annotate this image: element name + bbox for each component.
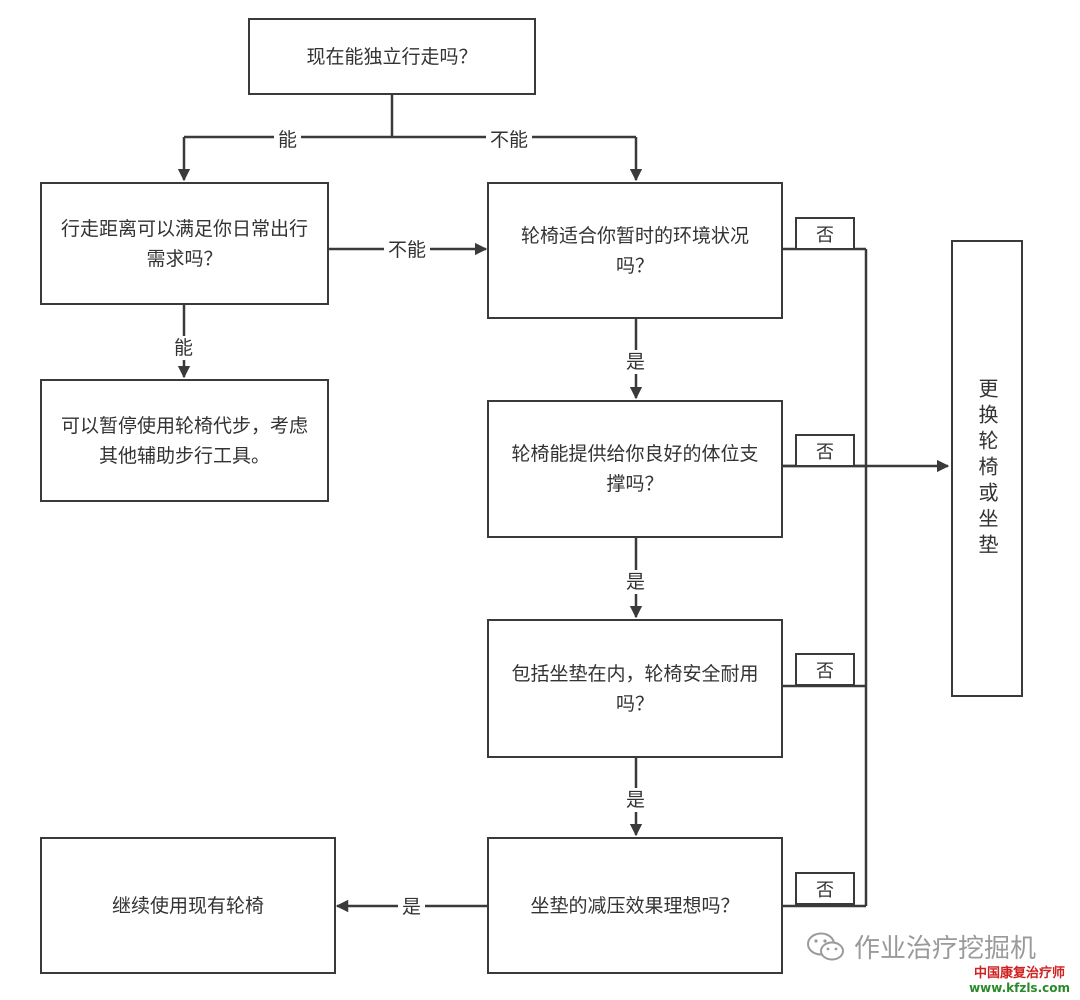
- node-pause-wheelchair-text: 可以暂停使用轮椅代步，考虑其他辅助步行工具。: [60, 414, 308, 467]
- node-walk-independently-text: 现在能独立行走吗？: [306, 45, 478, 68]
- no-tag-support-text: 否: [816, 441, 834, 463]
- node-posture-support: 轮椅能提供给你良好的体位支撑吗？: [487, 400, 783, 538]
- site-watermark-url: www.kfzls.com: [969, 981, 1070, 995]
- edge-label-cannot-top: 不能: [486, 128, 533, 152]
- node-safety-text: 包括坐垫在内，轮椅安全耐用吗？: [511, 662, 759, 715]
- wechat-icon: [807, 932, 844, 960]
- edge-label-yes-safe: 是: [622, 788, 650, 812]
- watermark-account-name: 作业治疗挖掘机: [854, 934, 1037, 964]
- edge-label-can-top: 能: [274, 128, 302, 152]
- node-replace: 更换轮椅或坐垫: [951, 240, 1023, 697]
- node-safety: 包括坐垫在内，轮椅安全耐用吗？: [487, 619, 783, 758]
- node-posture-support-text: 轮椅能提供给你良好的体位支撑吗？: [511, 443, 759, 495]
- site-watermark-name: 中国康复治疗师: [974, 966, 1066, 981]
- no-tag-environment-text: 否: [816, 224, 834, 246]
- node-environment-text: 轮椅适合你暂时的环境状况吗？: [520, 224, 749, 277]
- edge-label-can-distance: 能: [170, 336, 198, 360]
- edge-label-cannot-distance: 不能: [384, 238, 431, 262]
- node-pressure-relief-text: 坐垫的减压效果理想吗？: [530, 894, 740, 917]
- wechat-watermark: 作业治疗挖掘机: [806, 928, 1036, 965]
- no-tag-support: 否: [795, 434, 855, 467]
- site-watermark: 中国康复治疗师 www.kfzls.com: [969, 966, 1070, 995]
- node-pause-wheelchair: 可以暂停使用轮椅代步，考虑其他辅助步行工具。: [40, 379, 329, 502]
- node-continue-wheelchair-text: 继续使用现有轮椅: [111, 894, 264, 917]
- edge-label-yes-env: 是: [622, 350, 650, 374]
- node-walk-independently: 现在能独立行走吗？: [248, 18, 536, 95]
- no-tag-environment: 否: [795, 217, 855, 250]
- edge-label-yes-pressure: 是: [398, 895, 426, 919]
- no-tag-safety: 否: [795, 653, 855, 686]
- node-walking-distance: 行走距离可以满足你日常出行需求吗？: [40, 182, 329, 305]
- node-replace-text: 更换轮椅或坐垫: [975, 377, 999, 560]
- node-walking-distance-text: 行走距离可以满足你日常出行需求吗？: [60, 217, 308, 270]
- no-tag-pressure-text: 否: [816, 879, 834, 901]
- node-continue-wheelchair: 继续使用现有轮椅: [40, 837, 336, 974]
- no-tag-pressure: 否: [795, 872, 855, 905]
- no-tag-safety-text: 否: [816, 660, 834, 682]
- node-environment: 轮椅适合你暂时的环境状况吗？: [487, 182, 783, 319]
- edge-label-yes-support: 是: [622, 570, 650, 594]
- node-pressure-relief: 坐垫的减压效果理想吗？: [487, 837, 783, 974]
